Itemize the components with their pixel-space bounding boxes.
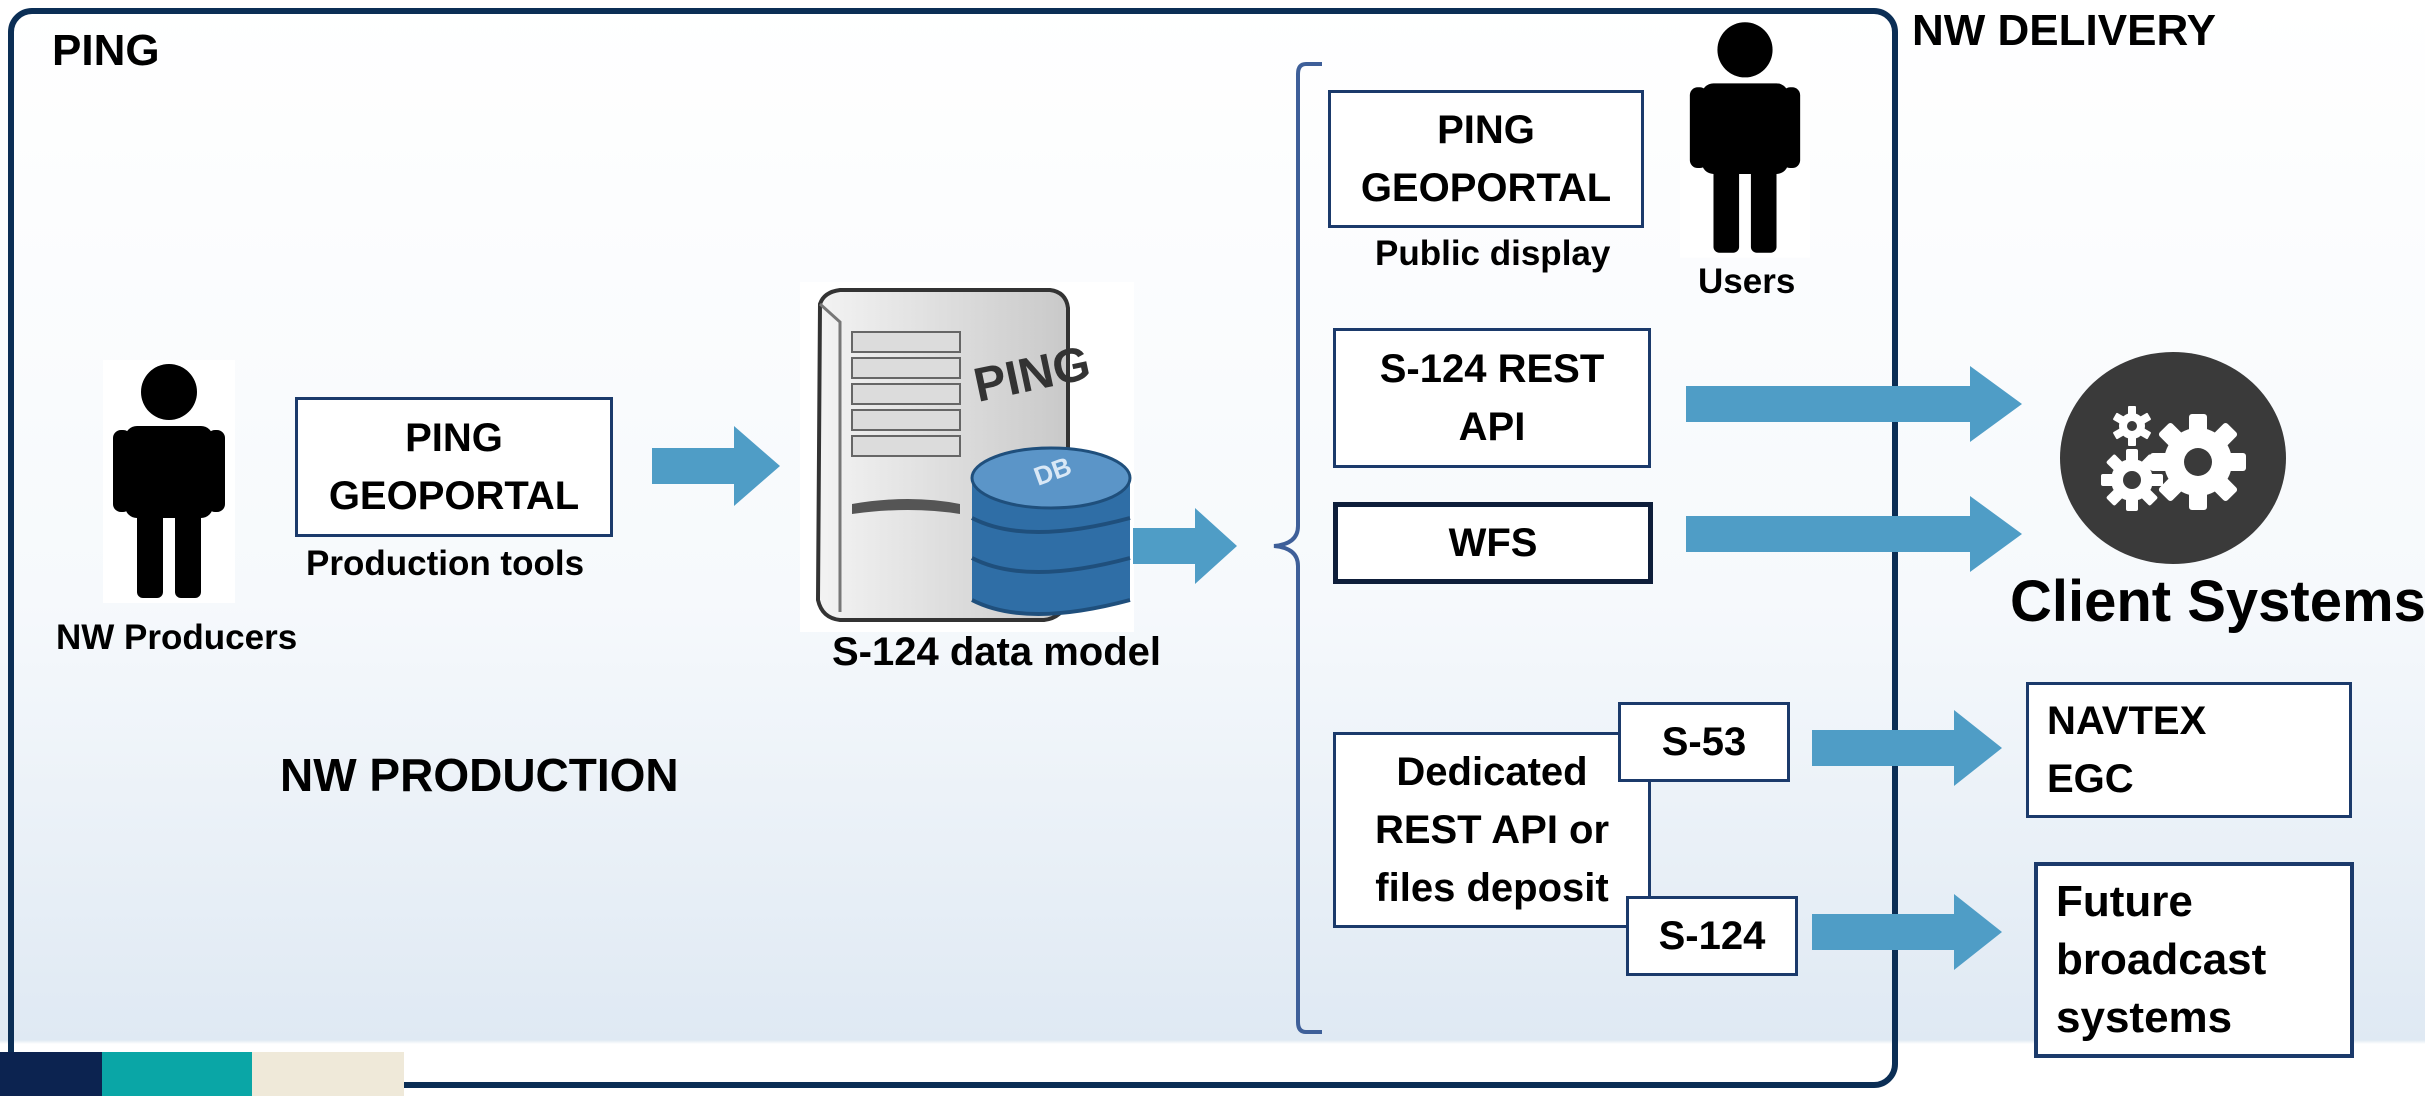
nw-delivery-section-title: NW DELIVERY <box>1912 6 2216 55</box>
footer-teal-strip <box>102 1052 252 1096</box>
public-display-caption: Public display <box>1375 234 1611 273</box>
arrow-to-server <box>652 426 780 506</box>
arrow-rest-api-to-clients <box>1686 366 2022 442</box>
nw-producers-label: NW Producers <box>56 618 298 657</box>
footer-beige-strip <box>252 1052 404 1096</box>
gears-icon <box>2060 352 2286 564</box>
arrow-wfs-to-clients <box>1686 496 2022 572</box>
arrow-to-delivery <box>1133 508 1237 584</box>
database-icon: DB <box>970 446 1132 616</box>
users-label: Users <box>1698 262 1796 301</box>
s124-rest-api-box: S-124 REST API <box>1333 328 1651 468</box>
person-icon <box>103 360 235 603</box>
dedicated-delivery-box: Dedicated REST API or files deposit <box>1333 732 1651 928</box>
footer-navy-strip <box>0 1052 102 1096</box>
client-systems-label: Client Systems <box>2010 569 2425 634</box>
production-tools-caption: Production tools <box>306 544 585 583</box>
future-broadcast-box: Future broadcast systems <box>2034 862 2354 1058</box>
public-geoportal-box: PING GEOPORTAL <box>1328 90 1644 228</box>
arrow-s124-to-future <box>1812 894 2002 970</box>
s124-box: S-124 <box>1626 896 1798 976</box>
ping-section-title: PING <box>52 26 160 75</box>
person-icon <box>1680 18 1810 258</box>
server-icon: PING DB <box>800 282 1134 632</box>
delivery-bracket <box>1273 62 1322 1034</box>
wfs-box: WFS <box>1333 502 1653 584</box>
nw-production-section-title: NW PRODUCTION <box>280 749 679 801</box>
production-geoportal-box: PING GEOPORTAL <box>295 397 613 537</box>
arrow-s53-to-navtex <box>1812 710 2002 786</box>
navtex-egc-box: NAVTEX EGC <box>2026 682 2352 818</box>
s53-box: S-53 <box>1618 702 1790 782</box>
s124-data-model-label: S-124 data model <box>832 630 1162 674</box>
